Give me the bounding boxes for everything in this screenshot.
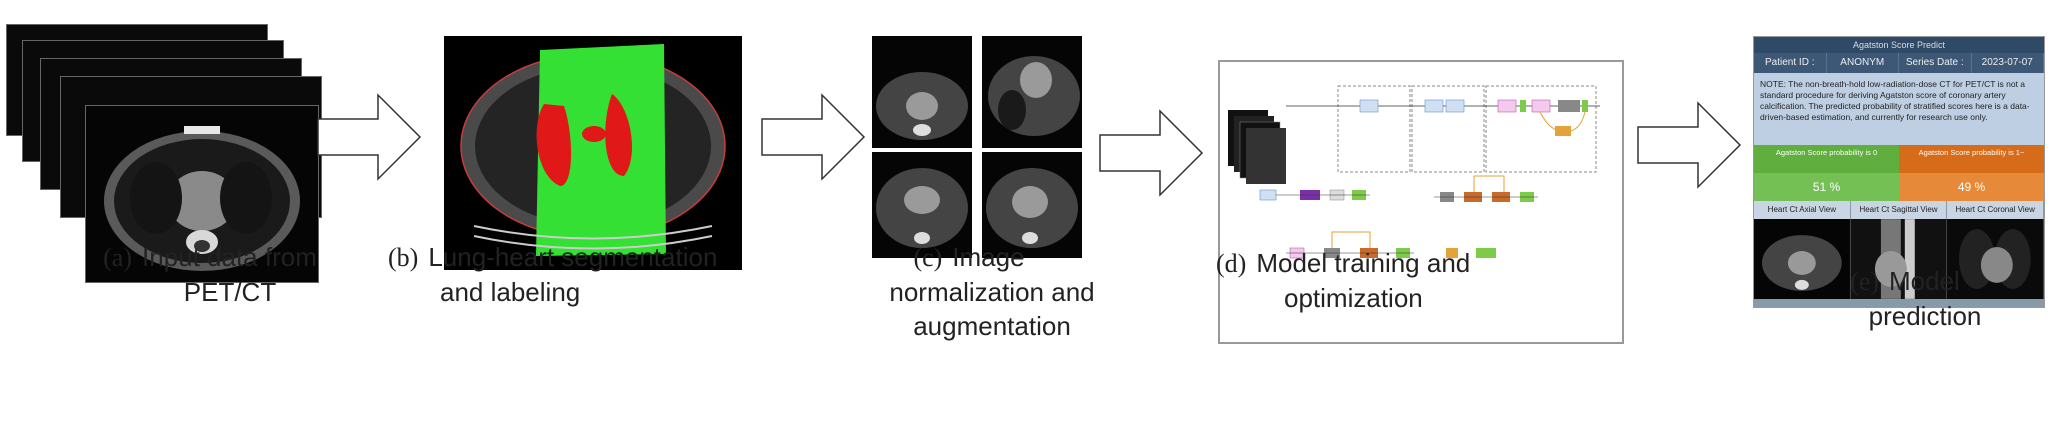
flow-arrow bbox=[1099, 109, 1204, 197]
caption-a-line1: Input data from bbox=[141, 242, 317, 272]
caption-a-label: (a) bbox=[103, 243, 132, 272]
ct-slice-front bbox=[85, 105, 319, 283]
prob-positive-value: 49 % bbox=[1899, 173, 2044, 201]
prob-zero-value: 51 % bbox=[1754, 173, 1899, 201]
caption-c-line1: Image bbox=[952, 242, 1025, 272]
network-diagram bbox=[1228, 85, 1600, 259]
caption-c-label: (c) bbox=[913, 243, 943, 272]
caption-b-label: (b) bbox=[388, 243, 419, 272]
series-date-label: Series Date : bbox=[1899, 53, 1972, 73]
coronal-view-image bbox=[1947, 219, 2044, 299]
probability-panel: Agatston Score probability is 0 51 % Aga… bbox=[1754, 145, 2044, 201]
prediction-app-window: Agatston Score Predict Patient ID : ANON… bbox=[1753, 36, 2045, 308]
caption-e: (e) Model prediction bbox=[1790, 264, 2020, 333]
caption-b: (b) Lung-heart segmentation and labeling bbox=[388, 240, 768, 309]
augmented-ct-image bbox=[982, 36, 1082, 148]
caption-c-line2: normalization and bbox=[889, 277, 1095, 307]
ct-axial-image bbox=[86, 106, 318, 282]
axial-view-image bbox=[1754, 219, 1851, 299]
tab-sagittal-view[interactable]: Heart Ct Sagittal View bbox=[1851, 201, 1948, 219]
patient-info-row: Patient ID : ANONYM Series Date : 2023-0… bbox=[1754, 53, 2044, 73]
caption-d-line2: optimization bbox=[1284, 283, 1423, 313]
model-architecture-figure bbox=[1218, 60, 1624, 344]
caption-e-label: (e) bbox=[1850, 267, 1880, 296]
app-title: Agatston Score Predict bbox=[1754, 37, 2044, 53]
caption-e-line1: Model bbox=[1889, 266, 1960, 296]
segmentation-image bbox=[444, 36, 742, 270]
tab-axial-view[interactable]: Heart Ct Axial View bbox=[1754, 201, 1851, 219]
caption-a: (a) Input data from PET/CT bbox=[60, 240, 360, 309]
caption-d: (d) Model training and optimization bbox=[1216, 246, 1546, 315]
view-tabs: Heart Ct Axial View Heart Ct Sagittal Vi… bbox=[1754, 201, 2044, 219]
caption-a-line2: PET/CT bbox=[183, 277, 277, 307]
patient-id-label: Patient ID : bbox=[1754, 53, 1827, 73]
caption-d-label: (d) bbox=[1216, 249, 1247, 278]
sagittal-view-image bbox=[1850, 219, 1948, 299]
augmented-ct-image bbox=[872, 152, 972, 258]
augmented-ct-image bbox=[982, 152, 1082, 258]
patient-id-value: ANONYM bbox=[1827, 53, 1899, 73]
augmented-ct-image bbox=[872, 36, 972, 148]
disclaimer-note: NOTE: The non-breath-hold low-radiation-… bbox=[1754, 73, 2044, 145]
prob-zero-header: Agatston Score probability is 0 bbox=[1754, 145, 1899, 173]
prob-positive-header: Agatston Score probability is 1~ bbox=[1899, 145, 2044, 173]
caption-b-line2: and labeling bbox=[440, 277, 581, 307]
caption-e-line2: prediction bbox=[1868, 301, 1982, 331]
flow-arrow bbox=[317, 93, 422, 181]
flow-arrow bbox=[1637, 101, 1742, 189]
tab-coronal-view[interactable]: Heart Ct Coronal View bbox=[1947, 201, 2044, 219]
prob-positive-card: Agatston Score probability is 1~ 49 % bbox=[1899, 145, 2044, 201]
caption-c-line3: augmentation bbox=[913, 311, 1071, 341]
caption-c: (c) Image normalization and augmentation bbox=[834, 240, 1104, 343]
caption-b-line1: Lung-heart segmentation bbox=[428, 242, 718, 272]
series-date-value: 2023-07-07 bbox=[1972, 53, 2044, 73]
flow-arrow bbox=[761, 93, 866, 181]
prob-zero-card: Agatston Score probability is 0 51 % bbox=[1754, 145, 1899, 201]
caption-d-line1: Model training and bbox=[1256, 248, 1471, 278]
view-images bbox=[1754, 219, 2044, 299]
